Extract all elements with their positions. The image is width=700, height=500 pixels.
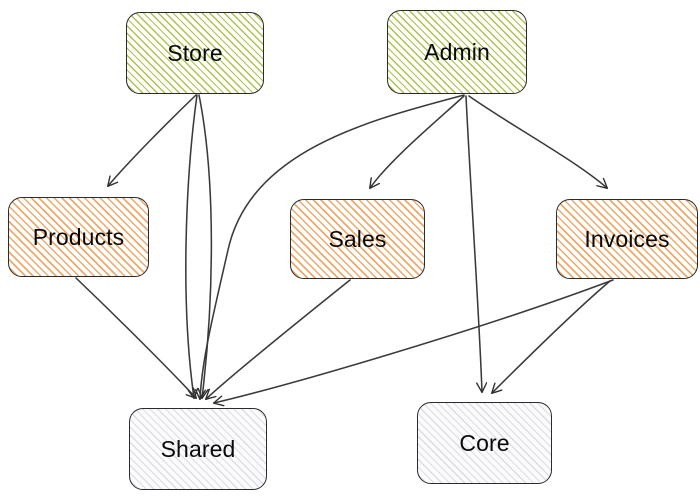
node-shared[interactable]: Shared [129, 408, 267, 490]
node-sales[interactable]: Sales [290, 199, 425, 279]
node-admin-label: Admin [424, 38, 490, 65]
edge-admin-to-invoices [468, 95, 607, 188]
node-invoices[interactable]: Invoices [556, 199, 698, 279]
node-store-label: Store [167, 39, 223, 66]
edge-invoices-to-core [492, 280, 611, 393]
node-admin[interactable]: Admin [387, 10, 527, 94]
edge-invoices-to-shared [214, 279, 614, 403]
edge-store-to-shared-b [199, 94, 213, 398]
node-core[interactable]: Core [417, 402, 552, 484]
node-shared-label: Shared [160, 435, 236, 462]
node-invoices-label: Invoices [584, 225, 670, 252]
node-store[interactable]: Store [126, 12, 264, 94]
node-sales-label: Sales [328, 225, 387, 252]
edge-admin-to-core [465, 95, 482, 392]
edge-store-to-shared-a [185, 94, 197, 398]
edge-products-to-shared [75, 277, 196, 398]
edge-admin-to-sales [370, 95, 465, 188]
node-core-label: Core [459, 429, 510, 456]
edge-sales-to-shared [206, 279, 351, 399]
edge-store-to-products [108, 94, 197, 186]
node-products[interactable]: Products [8, 197, 149, 277]
node-products-label: Products [32, 223, 125, 250]
